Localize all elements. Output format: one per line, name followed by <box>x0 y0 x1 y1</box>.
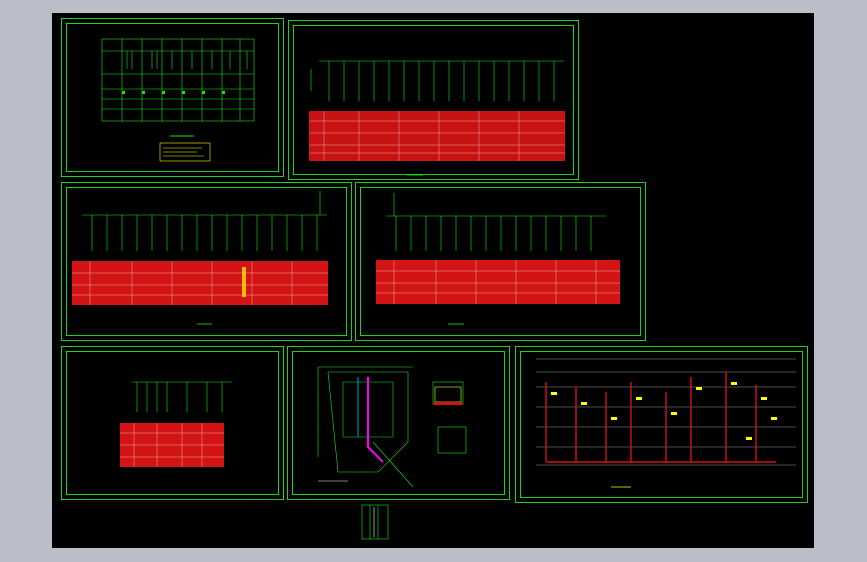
cad-drawing-canvas[interactable] <box>52 13 814 548</box>
drawing-sheet-5[interactable] <box>61 346 284 500</box>
sheet-7-riser-diagram <box>536 358 796 488</box>
drawing-sheet-6[interactable] <box>287 346 510 500</box>
drawing-sheet-3[interactable] <box>61 182 352 341</box>
drawing-sheet-7[interactable] <box>515 346 808 503</box>
drawing-sheet-1[interactable] <box>61 18 284 177</box>
sheet-inner-border <box>66 187 347 336</box>
sheet-1-diagram <box>101 38 255 162</box>
sheet-inner-border <box>293 25 574 175</box>
sheet-6-floorplan <box>317 366 467 488</box>
sheet-2-diagram <box>309 60 565 176</box>
sheet-inner-border <box>292 351 505 495</box>
sheet-4-diagram <box>376 193 620 325</box>
sheet-inner-border <box>360 187 641 336</box>
detail-fragment[interactable] <box>360 503 390 543</box>
drawing-sheet-4[interactable] <box>355 182 646 341</box>
sheet-3-diagram <box>72 191 328 325</box>
sheet-inner-border <box>66 23 279 172</box>
detail-fragment-drawing <box>361 504 389 540</box>
sheet-inner-border <box>520 351 803 498</box>
drawing-sheet-2[interactable] <box>288 20 579 180</box>
sheet-inner-border <box>66 351 279 495</box>
sheet-5-diagram <box>120 381 232 467</box>
